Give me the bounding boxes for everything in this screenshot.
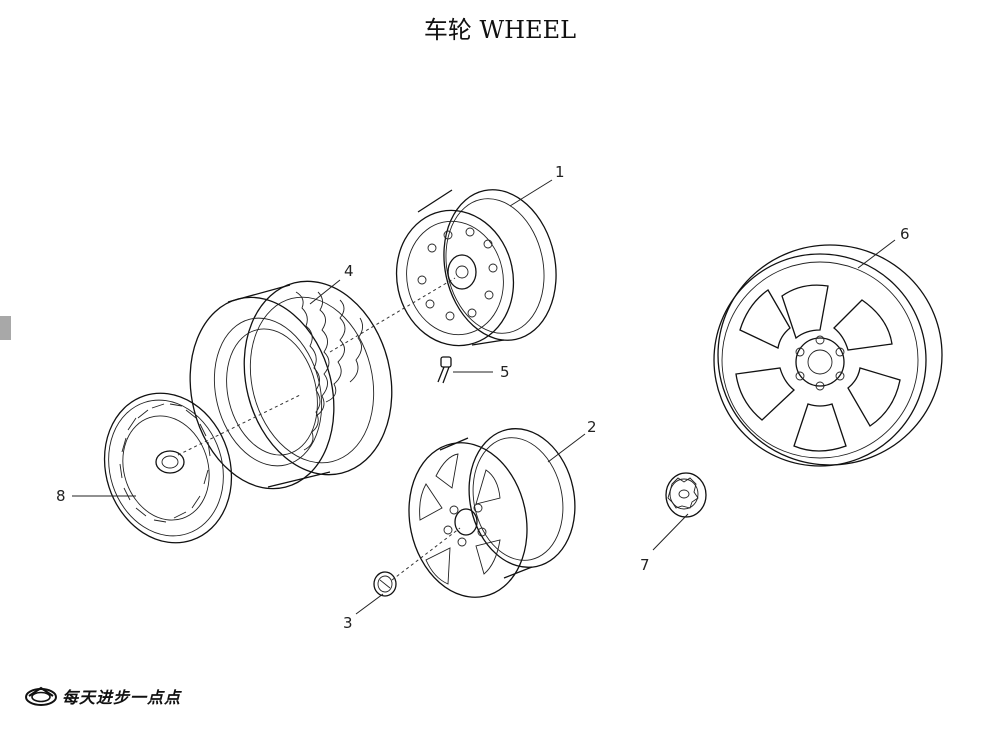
callout-1: 1	[555, 163, 565, 181]
callout-3: 3	[343, 614, 353, 632]
brand-logo-icon	[25, 686, 57, 706]
footer-slogan: 每天进步一点点	[62, 688, 182, 707]
page-edge-tab	[0, 316, 11, 340]
center-cap-small	[373, 571, 397, 597]
callout-2: 2	[587, 418, 597, 436]
footer: 每天进步一点点	[24, 684, 181, 708]
callout-4: 4	[344, 262, 354, 280]
callout-6: 6	[900, 225, 910, 243]
page-title: 车轮 WHEEL	[423, 16, 577, 44]
callout-7: 7	[640, 556, 650, 574]
callout-5: 5	[500, 363, 510, 381]
wheel-cover	[103, 392, 233, 544]
alloy-wheel-six-spoke	[713, 244, 943, 467]
callout-8: 8	[56, 487, 66, 505]
alloy-wheel-rim	[408, 428, 576, 598]
center-cap	[665, 472, 707, 518]
tire	[189, 280, 393, 490]
steel-wheel-rim	[395, 189, 557, 347]
valve-stem	[437, 356, 452, 384]
